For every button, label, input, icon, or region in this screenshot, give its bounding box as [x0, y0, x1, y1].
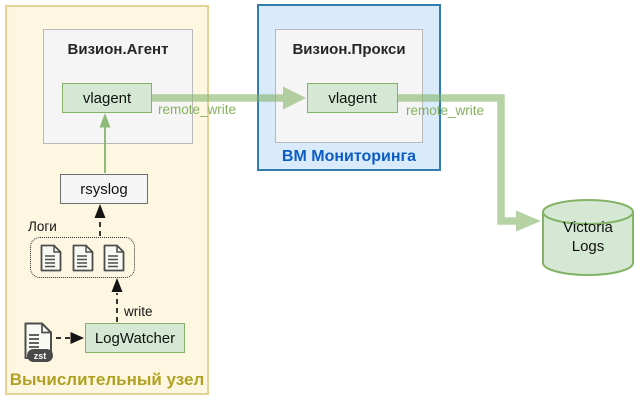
victoria-logs-line2: Logs [571, 238, 605, 255]
victoria-logs-line1: Victoria [563, 219, 613, 236]
victoria-logs-label: Victoria Logs [540, 218, 634, 256]
logwatcher-label: LogWatcher [94, 329, 176, 347]
write-edge-label: write [124, 304, 153, 319]
rsyslog-label: rsyslog [80, 180, 128, 198]
vlagent-proxy-node: vlagent [307, 83, 398, 113]
log-file-icon [40, 244, 62, 271]
zst-badge-label: zst [33, 350, 47, 361]
vision-agent-title: Визион.Агент [67, 41, 169, 58]
vlagent-proxy-label: vlagent [328, 89, 377, 107]
vlagent-agent-node: vlagent [62, 83, 152, 113]
rsyslog-node: rsyslog [60, 174, 148, 204]
logwatcher-node: LogWatcher [85, 323, 185, 353]
vlagent-agent-label: vlagent [82, 89, 132, 107]
log-file-icon [103, 244, 125, 271]
log-file-icon [72, 244, 93, 271]
logs-group-box [30, 237, 135, 278]
remote-write-label-1: remote_write [158, 102, 237, 117]
victoria-logs-cylinder [542, 199, 634, 276]
remote-write-label-2: remote_write [406, 103, 485, 118]
zst-file-badge: zst [27, 349, 53, 362]
monitoring-vm-label: ВМ Мониторинга [281, 148, 417, 165]
vision-proxy-title: Визион.Прокси [292, 41, 406, 58]
logs-group-label: Логи [28, 219, 57, 234]
compute-node-label: Вычислительный узел [9, 370, 205, 389]
